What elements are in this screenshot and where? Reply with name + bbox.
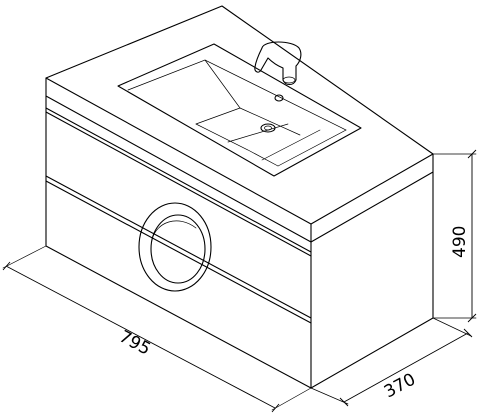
faucet-icon [254,41,302,86]
drain [260,123,276,133]
upper-drawer [45,107,312,257]
width-label: 795 [116,327,154,360]
depth-dimension: 370 [310,317,473,407]
overflow-hole [274,94,284,102]
cabinet-body [45,95,434,389]
round-handle [138,202,212,292]
height-dimension: 490 [432,149,477,323]
lower-drawer [45,175,312,324]
depth-label: 370 [381,370,419,403]
height-label: 490 [450,226,470,258]
sink-basin [117,43,362,177]
